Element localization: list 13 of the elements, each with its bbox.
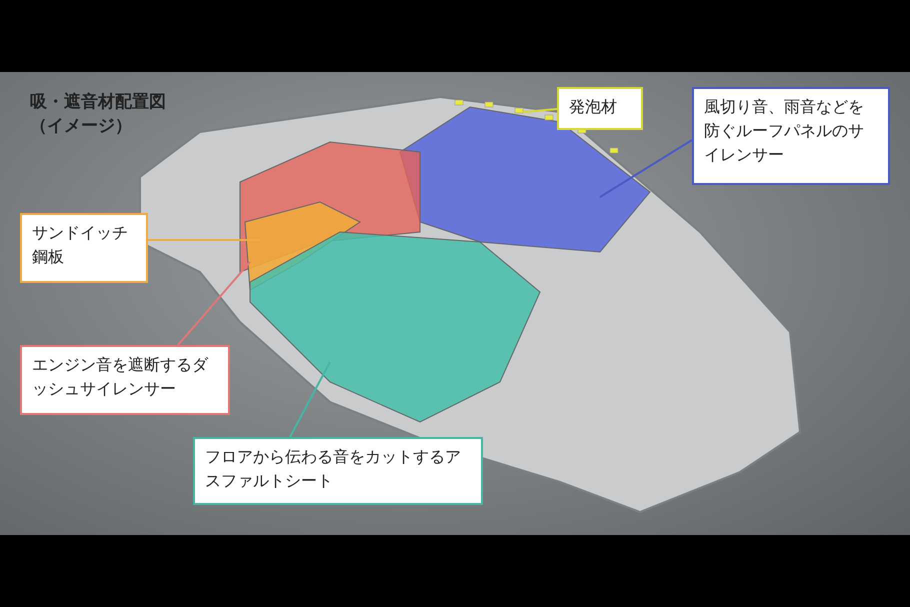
callout-label: サンドイッチ鋼板 <box>20 213 148 283</box>
callout-label: 発泡材 <box>557 87 643 130</box>
leader-line <box>522 108 558 113</box>
leader-line <box>599 139 693 198</box>
callout-label: フロアから伝わる音をカットするアスファルトシート <box>193 437 483 505</box>
floor-panel <box>250 232 541 423</box>
diagram-title: 吸・遮音材配置図（イメージ） <box>30 91 167 138</box>
leader-line <box>148 239 262 241</box>
callout-label: 風切り音、雨音などを防ぐルーフパネルのサイレンサー <box>692 87 890 185</box>
leader-line <box>177 261 251 346</box>
callout-label: エンジン音を遮断するダッシュサイレンサー <box>20 345 230 415</box>
leader-line <box>289 362 331 438</box>
foam-pieces <box>454 100 618 154</box>
